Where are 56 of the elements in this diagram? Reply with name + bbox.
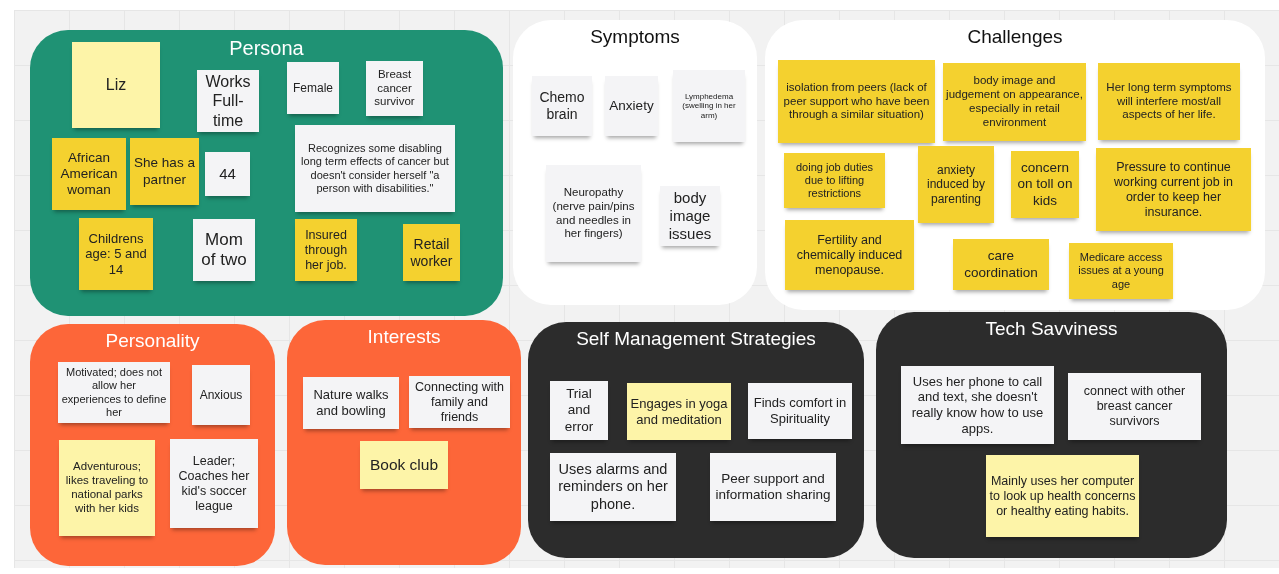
panel-title: Personality: [104, 330, 201, 353]
sticky-note: Anxiety: [605, 76, 658, 136]
sticky-note: Fertility and chemically induced menopause.: [785, 220, 914, 290]
sticky-note: isolation from peers (lack of peer support who have been through a similar situation): [778, 60, 935, 143]
sticky-note: Female: [287, 62, 339, 114]
sticky-note: body image issues: [660, 186, 720, 246]
sticky-note: Uses alarms and reminders on her phone.: [550, 453, 676, 521]
sticky-note: anxiety induced by parenting: [918, 146, 994, 223]
sticky-note: Book club: [360, 441, 448, 489]
sticky-note: Breast cancer survivor: [366, 61, 423, 116]
panel-title: Tech Savviness: [984, 318, 1119, 341]
sticky-note: Adventurous; likes traveling to national parks with her kids: [59, 440, 155, 536]
sticky-note: Motivated; does not allow her experiences to define her: [58, 362, 170, 423]
sticky-note: Finds comfort in Spirituality: [748, 383, 852, 439]
sticky-note: connect with other breast cancer survivors: [1068, 373, 1201, 440]
sticky-note: Pressure to continue working current job in order to keep her insurance.: [1096, 148, 1251, 231]
sticky-note: care coordination: [953, 239, 1049, 290]
sticky-note: Peer support and information sharing: [710, 453, 836, 521]
sticky-note: Anxious: [192, 365, 250, 425]
category-panel: [528, 322, 864, 558]
panel-title: Self Management Strategies: [575, 328, 817, 351]
sticky-note: Lymphedema (swelling in her arm): [673, 70, 745, 142]
category-panel: [30, 324, 275, 566]
sticky-note: concern on toll on kids: [1011, 151, 1079, 218]
sticky-note: Liz: [72, 42, 160, 128]
sticky-note: Leader; Coaches her kid's soccer league: [170, 439, 258, 528]
sticky-note: Nature walks and bowling: [303, 377, 399, 429]
sticky-note: doing job duties due to lifting restrictions: [784, 153, 885, 208]
sticky-note: Chemo brain: [532, 76, 592, 136]
sticky-note: Engages in yoga and meditation: [627, 383, 731, 440]
sticky-note: Uses her phone to call and text, she doesn't really know how to use apps.: [901, 366, 1054, 444]
sticky-note: Insured through her job.: [295, 219, 357, 281]
panel-title: Interests: [366, 326, 442, 349]
sticky-note: Connecting with family and friends: [409, 376, 510, 428]
sticky-note: Her long term symptoms will interfere most/all aspects of her life.: [1098, 63, 1240, 140]
panel-title: Persona: [228, 36, 305, 60]
sticky-note: body image and judgement on appearance, especially in retail environment: [943, 63, 1086, 141]
category-panel: [765, 20, 1265, 310]
category-panel: [513, 20, 757, 305]
sticky-note: African American woman: [52, 138, 126, 210]
sticky-note: 44: [205, 152, 250, 196]
sticky-note: Mom of two: [193, 219, 255, 281]
sticky-note: She has a partner: [130, 138, 199, 205]
category-panel: [287, 320, 521, 565]
sticky-note: Neuropathy (nerve pain/pins and needles in her fingers): [546, 165, 641, 262]
category-panel: [876, 312, 1227, 558]
panel-title: Challenges: [966, 26, 1064, 49]
sticky-note: Medicare access issues at a young age: [1069, 243, 1173, 299]
panel-title: Symptoms: [589, 26, 681, 49]
sticky-note: Recognizes some disabling long term effects of cancer but doesn't consider herself "a person with disabilities.": [295, 125, 455, 212]
category-panel: [30, 30, 503, 316]
sticky-note: Works Full-time: [197, 70, 259, 132]
sticky-note: Mainly uses her computer to look up health concerns or healthy eating habits.: [986, 455, 1139, 537]
sticky-note: Childrens age: 5 and 14: [79, 218, 153, 290]
sticky-note: Trial and error: [550, 381, 608, 440]
sticky-note: Retail worker: [403, 224, 460, 281]
